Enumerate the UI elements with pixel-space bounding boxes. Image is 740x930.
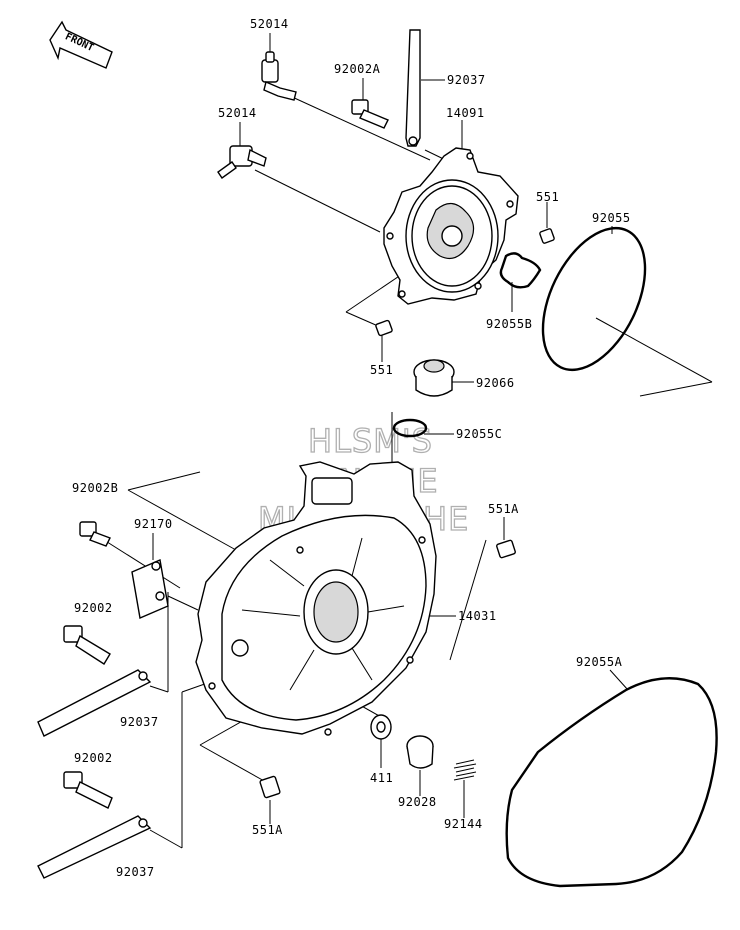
collar-92028 [406,735,434,769]
label-52014-top: 52014 [250,17,289,31]
bolt-92002A [351,99,389,129]
label-92055A: 92055A [576,655,623,669]
watermark-line-1: HLSM'S [308,422,433,460]
dowel-551A-right [496,539,516,559]
fitting-52014-top [261,51,297,101]
plug-92066 [413,359,455,397]
oring-92055 [541,226,647,372]
bolt-92002-b [63,771,113,809]
label-92002A: 92002A [334,62,381,76]
label-92055B: 92055B [486,317,532,331]
label-14031: 14031 [458,609,497,623]
label-52014-mid: 52014 [218,106,257,120]
label-92037-top: 92037 [447,73,486,87]
oring-92055C [392,418,428,438]
main-cover-14031 [195,461,437,736]
part-labels: 52014 92002A 92037 52014 14091 551 92055… [72,17,631,879]
label-92037-bot: 92037 [116,865,155,879]
front-arrow-icon: FRONT [49,20,113,69]
gasket-92055A [505,677,718,888]
label-92170: 92170 [134,517,173,531]
label-92055: 92055 [592,211,631,225]
label-92028: 92028 [398,795,437,809]
label-92002-a: 92002 [74,601,113,615]
bolt-92002-a [63,625,111,665]
fitting-52014-mid [217,145,267,179]
label-92037-mid: 92037 [120,715,159,729]
label-92002-b: 92002 [74,751,113,765]
bolt-92002B [79,521,111,547]
clamp-92170 [131,559,169,619]
oring-92055B [499,252,542,289]
label-551-left: 551 [370,363,393,377]
label-92002B: 92002B [72,481,118,495]
dowel-551A-left [259,775,281,799]
clamp-92037-top [405,29,421,147]
clamp-92037-mid [37,669,152,737]
label-411: 411 [370,771,393,785]
label-92066: 92066 [476,376,515,390]
spring-92144 [453,759,477,781]
label-551-right: 551 [536,190,559,204]
label-92055C: 92055C [456,427,502,441]
washer-411 [370,714,392,740]
label-551A-left: 551A [252,823,283,837]
label-92144: 92144 [444,817,483,831]
leader-lines [103,33,713,849]
dowel-551-right [539,228,555,244]
cover-plate-14091 [383,147,519,305]
clamp-92037-bot [37,815,152,879]
label-551A-right: 551A [488,502,519,516]
dowel-551-left [375,319,393,337]
label-14091: 14091 [446,106,485,120]
